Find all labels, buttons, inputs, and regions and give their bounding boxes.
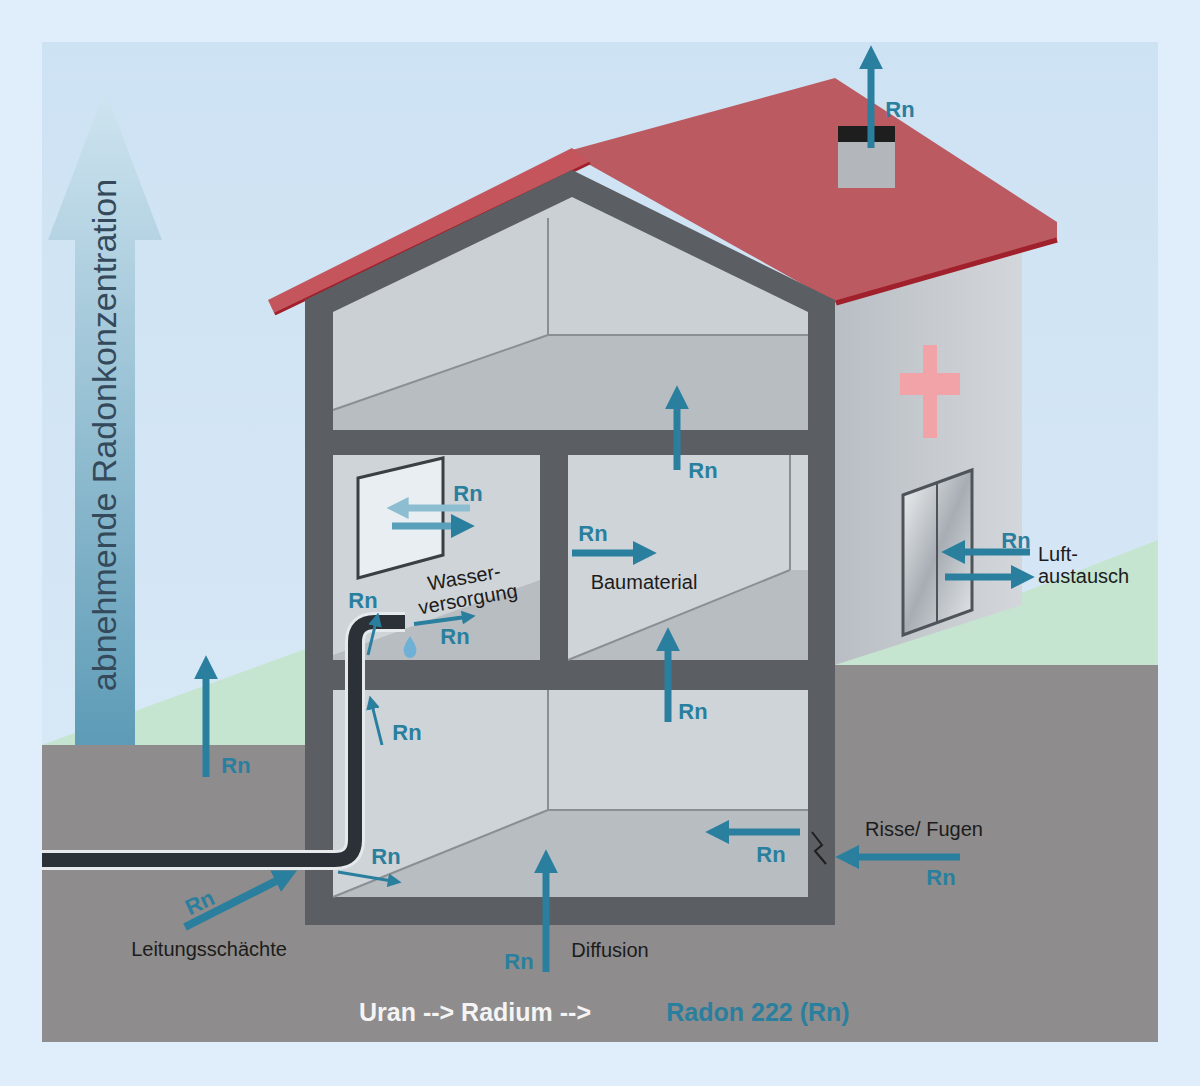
radon-arrows-part: [543, 866, 550, 972]
annotation-label: Risse/ Fugen: [865, 818, 983, 840]
house-front-part: [333, 335, 548, 410]
decay-chain-label: Uran --> Radium -->: [359, 999, 591, 1027]
radon-label: Rn: [440, 625, 469, 649]
axis-label: abnehmende Radonkonzentration: [86, 179, 123, 691]
annotation-label: Diffusion: [571, 939, 648, 961]
roof-part: [836, 240, 1057, 303]
radon-label: Rn: [221, 754, 250, 778]
radon-arrows-part: [722, 829, 800, 836]
annotation-label: Baumaterial: [591, 571, 698, 593]
house-front-part: [789, 455, 791, 570]
radon-label: Rn: [371, 845, 400, 869]
house-front: [305, 170, 835, 925]
radon-label: Rn: [504, 950, 533, 974]
house-front-part: [333, 690, 808, 897]
house-side-part: [835, 245, 1022, 665]
concentration-arrow: [48, 90, 162, 745]
chimney-part: [838, 126, 895, 142]
house-front-part: [548, 809, 808, 811]
house-front-part: [305, 170, 835, 925]
radon-label: Rn: [453, 482, 482, 506]
annotation-label: Wasser- versorgung: [399, 555, 533, 621]
radon-label: Rn: [182, 886, 219, 920]
radon-arrows: [185, 62, 1030, 972]
house-front-part: [333, 197, 808, 430]
house-front-part: [568, 570, 808, 660]
radon-arrows-part: [674, 402, 681, 470]
house-front-part: [812, 832, 826, 864]
radon-label: Rn: [756, 843, 785, 867]
concentration-arrow-part: [48, 90, 162, 745]
annotation-label: Leitungsschächte: [131, 938, 287, 960]
radon-arrows-part: [945, 574, 1018, 581]
water-pipe-part: [404, 636, 417, 658]
decay-chain-label: Radon 222 (Rn): [666, 999, 849, 1027]
annotation-label: Luft- austausch: [1038, 543, 1148, 587]
radon-arrows-part: [338, 872, 392, 881]
radon-label: Rn: [678, 700, 707, 724]
chimney-part: [838, 140, 895, 188]
radon-label: Rn: [348, 589, 377, 613]
radon-label: Rn: [926, 866, 955, 890]
house-front-part: [547, 690, 549, 810]
radon-label: Rn: [578, 522, 607, 546]
radon-arrows-part: [372, 705, 382, 745]
background-part: [42, 42, 1158, 1042]
radon-arrows-part: [868, 62, 875, 148]
house-front-part: [547, 218, 549, 335]
house-side-part: [900, 373, 960, 395]
radon-label: Rn: [688, 459, 717, 483]
radon-label: Rn: [885, 98, 914, 122]
house-front-part: [568, 570, 790, 660]
radon-arrows-part: [572, 550, 640, 557]
house-front-part: [358, 458, 443, 578]
radon-label: Rn: [392, 721, 421, 745]
chimney: [838, 126, 895, 188]
house-front-part: [333, 810, 808, 897]
radon-label: Rn: [1001, 529, 1030, 553]
radon-arrows-part: [368, 622, 376, 655]
house-side-part: [936, 483, 938, 622]
house-front-part: [333, 810, 548, 897]
radon-arrows-part: [665, 644, 672, 722]
house-front-part: [333, 335, 808, 430]
radon-arrows-part: [392, 523, 458, 530]
radon-arrows-part: [203, 672, 210, 777]
house-front-part: [548, 334, 808, 336]
radon-arrows-part: [852, 854, 960, 861]
house-front-part: [568, 455, 808, 660]
house-side: [835, 245, 1022, 665]
